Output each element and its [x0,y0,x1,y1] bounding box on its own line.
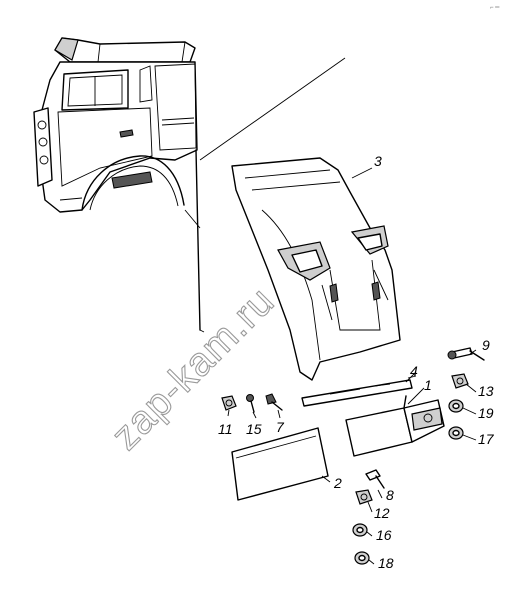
fastener-12-nut [355,489,373,505]
fastener-16-washer [352,523,368,537]
label-3: 3 [374,153,382,169]
divider-line [195,149,201,331]
fastener-19-washer [448,399,464,413]
label-4: 4 [410,363,418,379]
fastener-11-nut [221,395,237,411]
leader-lines [227,167,477,565]
label-2: 2 [333,475,342,491]
label-1: 1 [424,377,432,393]
part-4-strip [301,375,417,407]
fastener-13-nut [451,373,469,389]
part-2-mudflap [231,427,329,501]
fastener-9-bolt [447,347,485,361]
label-15: 15 [246,421,262,437]
label-8: 8 [386,487,394,503]
part-3-mudguard [231,157,401,381]
label-12: 12 [374,505,390,521]
truck-cab-illustration [33,37,346,229]
fastener-7-screw [265,393,283,411]
label-16: 16 [376,527,392,543]
label-18: 18 [378,555,394,571]
label-17: 17 [478,431,495,447]
label-13: 13 [478,383,494,399]
fastener-15-pin [246,394,255,413]
part-1-bracket [345,395,445,457]
label-11: 11 [218,421,233,437]
fastener-18-washer [354,551,370,565]
callout-labels: 3 4 1 9 13 19 17 11 15 7 2 8 12 16 18 [218,153,495,571]
fastener-8-bolt [365,469,385,489]
label-19: 19 [478,405,494,421]
corner-mark: ⌐ ═ [490,5,500,11]
label-9: 9 [482,337,490,353]
fastener-17-washer [448,426,464,440]
label-7: 7 [276,419,285,435]
